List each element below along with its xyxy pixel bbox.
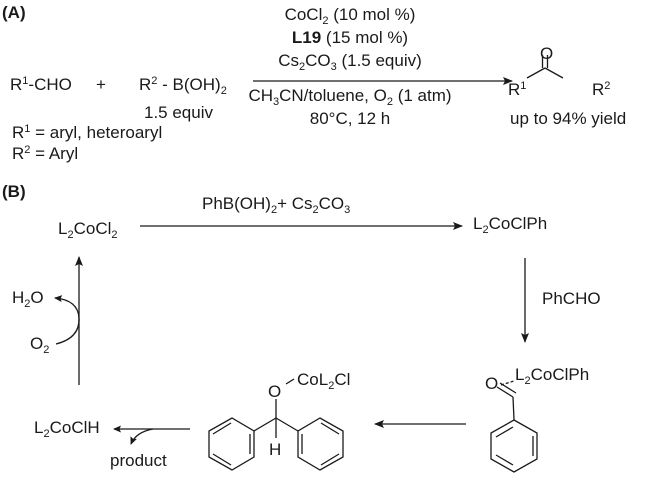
reagent-transmetalation: PhB(OH)2+ Cs2CO3 bbox=[202, 194, 350, 216]
subscript: 2 bbox=[322, 15, 329, 27]
plus-sign: + bbox=[96, 75, 106, 94]
formula-text: CoCl bbox=[73, 219, 112, 238]
complex-oxygen: O bbox=[485, 374, 499, 393]
condition-temperature-time: 80°C, 12 h bbox=[309, 109, 391, 128]
subscript: 2 bbox=[43, 344, 50, 356]
formula-text: CoClPh bbox=[530, 365, 590, 384]
product-r2: R2 bbox=[592, 80, 611, 99]
product-oxygen: O bbox=[540, 44, 554, 63]
amount-text: (10 mol %) bbox=[328, 5, 416, 24]
complex-cobalt-label: L2CoClPh bbox=[515, 365, 590, 387]
subscript: 2 bbox=[482, 224, 489, 236]
alkoxide-structure bbox=[208, 378, 344, 471]
superscript: 2 bbox=[151, 75, 158, 87]
definition-text: = aryl, heteroaryl bbox=[30, 123, 163, 142]
formula-text: L bbox=[34, 418, 44, 437]
panel-a-label: (A) bbox=[2, 3, 26, 22]
formula-text: CO bbox=[318, 194, 345, 213]
subscript: 2 bbox=[24, 298, 31, 310]
formula-text: Cl bbox=[334, 370, 351, 389]
alkoxide-oxygen: O bbox=[268, 382, 282, 401]
alkoxide-hydrogen: H bbox=[269, 440, 282, 459]
r2-definition: R2 = Aryl bbox=[12, 144, 79, 163]
oxidation-arrow bbox=[54, 295, 80, 345]
reactant-aldehyde: R1-CHO bbox=[10, 75, 72, 94]
product-release-arrow bbox=[130, 428, 154, 445]
subscript: 2 bbox=[270, 204, 278, 216]
species-l2coclh: L2CoClH bbox=[34, 418, 100, 440]
condition-base: Cs2CO3 (1.5 equiv) bbox=[278, 51, 422, 73]
amount-text: (1 atm) bbox=[392, 86, 452, 105]
formula-text: L bbox=[515, 365, 525, 384]
formula-text: PhB(OH) bbox=[202, 194, 271, 213]
condition-solvent: CH3CN/toluene, O2 (1 atm) bbox=[248, 86, 452, 108]
benzaldehyde-complex-structure bbox=[490, 380, 538, 473]
product-r1: R1 bbox=[508, 80, 527, 99]
amount-text: (1.5 equiv) bbox=[336, 51, 422, 70]
condition-catalyst: CoCl2 (10 mol %) bbox=[284, 5, 416, 27]
r-symbol: R bbox=[139, 75, 152, 94]
formula-text: L bbox=[58, 219, 68, 238]
superscript: 2 bbox=[24, 144, 31, 156]
formula-text: O bbox=[30, 334, 44, 353]
formula-text: O bbox=[30, 288, 44, 307]
subscript: 2 bbox=[111, 229, 118, 241]
formula-text: CoCl bbox=[284, 5, 323, 24]
formula-text: CH bbox=[248, 86, 274, 105]
formula-text: CoL bbox=[297, 370, 329, 389]
yield-text: up to 94% yield bbox=[510, 109, 627, 128]
formula-text: Cs bbox=[278, 51, 299, 70]
formula-text: + Cs bbox=[277, 194, 313, 213]
subscript: 3 bbox=[273, 96, 280, 108]
ligand-name: L19 bbox=[291, 28, 322, 47]
formula-text: H bbox=[12, 288, 25, 307]
r-symbol: R bbox=[592, 80, 605, 99]
formula-text: CoClH bbox=[49, 418, 100, 437]
boronic-equiv: 1.5 equiv bbox=[144, 103, 213, 122]
formula-text: CN/toluene, O bbox=[279, 86, 387, 105]
amount-text: (15 mol %) bbox=[321, 28, 409, 47]
formula-text: L bbox=[473, 214, 483, 233]
r-symbol: R bbox=[10, 75, 23, 94]
species-l2coclph: L2CoClPh bbox=[473, 214, 548, 236]
ketone-structure bbox=[526, 55, 564, 79]
reagent-benzaldehyde: PhCHO bbox=[542, 289, 601, 308]
alkoxide-cobalt-label: CoL2Cl bbox=[297, 370, 351, 392]
panel-b-label: (B) bbox=[2, 182, 26, 201]
subscript: 2 bbox=[328, 380, 335, 392]
r1-definition: R1 = aryl, heteroaryl bbox=[12, 123, 163, 142]
water-label: H2O bbox=[12, 288, 44, 310]
superscript: 2 bbox=[604, 80, 611, 92]
superscript: 1 bbox=[24, 123, 31, 135]
r-symbol: R bbox=[12, 123, 25, 142]
subscript: 2 bbox=[298, 61, 306, 73]
formula-text: -CHO bbox=[28, 75, 72, 94]
subscript: 3 bbox=[330, 61, 337, 73]
subscript: 2 bbox=[43, 428, 50, 440]
oxygen-label: O2 bbox=[30, 334, 49, 356]
formula-text: CO bbox=[305, 51, 331, 70]
subscript: 3 bbox=[344, 204, 351, 216]
definition-text: = Aryl bbox=[30, 144, 79, 163]
product-label: product bbox=[110, 451, 167, 470]
r-symbol: R bbox=[12, 144, 25, 163]
r-symbol: R bbox=[508, 80, 521, 99]
superscript: 1 bbox=[22, 75, 29, 87]
formula-text: - B(OH) bbox=[157, 75, 221, 94]
subscript: 2 bbox=[220, 85, 227, 97]
subscript: 2 bbox=[386, 96, 393, 108]
subscript: 2 bbox=[67, 229, 74, 241]
species-l2cocl2: L2CoCl2 bbox=[58, 219, 118, 241]
formula-text: CoClPh bbox=[488, 214, 548, 233]
reactant-boronic-acid: R2 - B(OH)2 bbox=[139, 75, 227, 97]
subscript: 2 bbox=[312, 204, 319, 216]
subscript: 2 bbox=[524, 375, 531, 387]
superscript: 1 bbox=[520, 80, 527, 92]
condition-ligand: L19 (15 mol %) bbox=[292, 29, 408, 46]
